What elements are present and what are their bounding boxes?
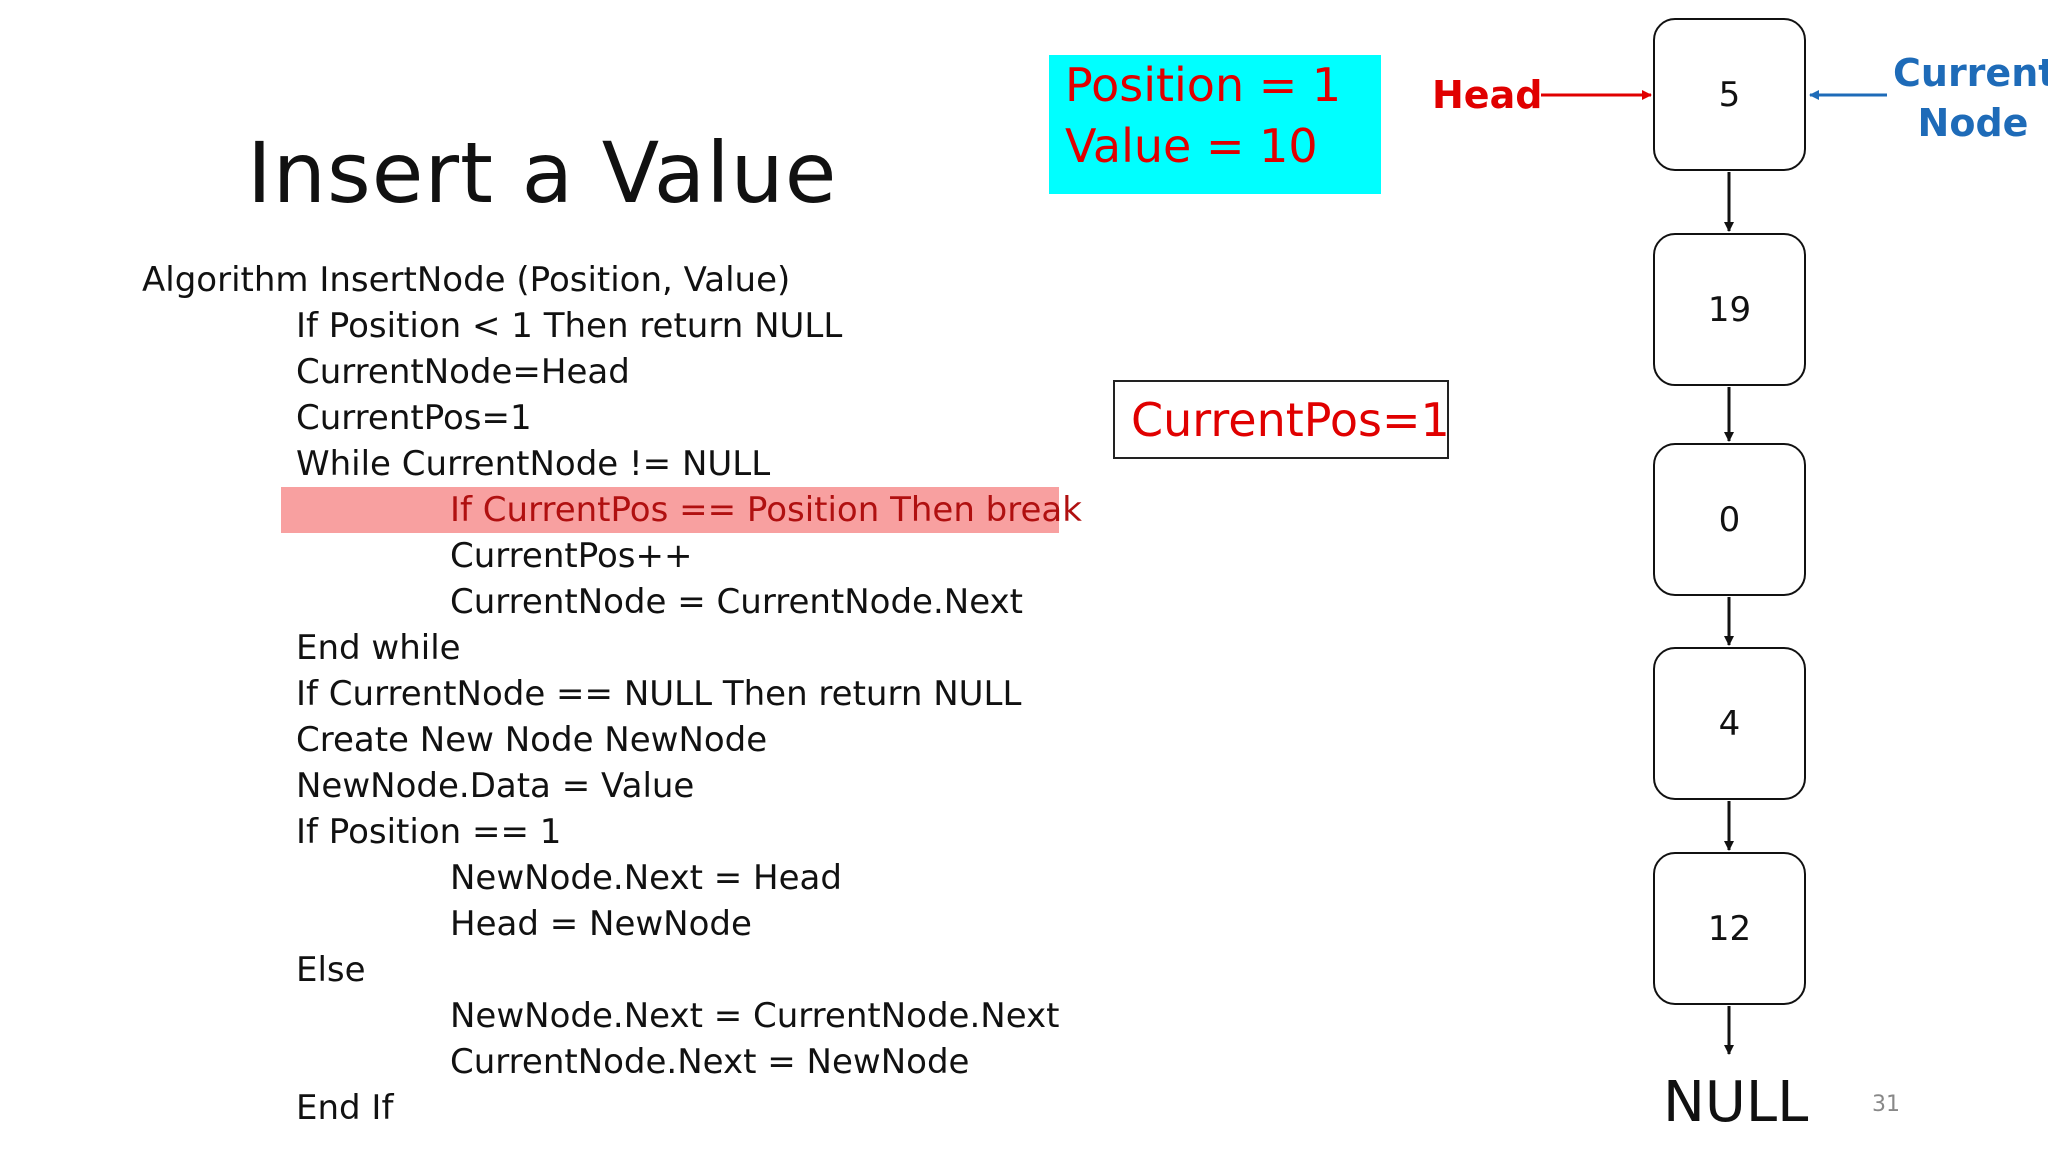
list-node: 12 — [1653, 852, 1806, 1005]
current-pos-box: CurrentPos=1 — [1113, 380, 1450, 459]
code-line: NewNode.Next = Head — [450, 858, 842, 898]
current-label-line1: Current — [1893, 51, 2048, 95]
parameters-box: Position = 1 Value = 10 — [1049, 55, 1381, 194]
code-line-highlighted: If CurrentPos == Position Then break — [450, 490, 1082, 530]
code-line: If CurrentNode == NULL Then return NULL — [296, 674, 1022, 714]
slide-number: 31 — [1872, 1092, 1900, 1117]
list-node: 19 — [1653, 233, 1806, 386]
null-terminator: NULL — [1663, 1070, 1809, 1135]
code-line: CurrentNode=Head — [296, 352, 630, 392]
current-node-pointer-label: Current Node — [1893, 48, 2048, 148]
position-param: Position = 1 — [1065, 58, 1342, 112]
code-line: End If — [296, 1088, 394, 1128]
current-label-line2: Node — [1917, 101, 2029, 145]
code-line: While CurrentNode != NULL — [296, 444, 771, 484]
code-line: If Position < 1 Then return NULL — [296, 306, 843, 346]
code-line: Head = NewNode — [450, 904, 752, 944]
code-line: CurrentPos++ — [450, 536, 693, 576]
code-line: Create New Node NewNode — [296, 720, 768, 760]
code-line: NewNode.Next = CurrentNode.Next — [450, 996, 1060, 1036]
code-line: CurrentPos=1 — [296, 398, 532, 438]
current-line-highlight — [281, 487, 1059, 533]
code-line: CurrentNode = CurrentNode.Next — [450, 582, 1023, 622]
algorithm-header: Algorithm InsertNode (Position, Value) — [142, 260, 791, 300]
head-pointer-label: Head — [1432, 73, 1543, 117]
code-line: Else — [296, 950, 366, 990]
list-node: 0 — [1653, 443, 1806, 596]
code-line: End while — [296, 628, 461, 668]
value-param: Value = 10 — [1065, 119, 1318, 173]
code-line: CurrentNode.Next = NewNode — [450, 1042, 970, 1082]
list-node: 5 — [1653, 18, 1806, 171]
code-line: If Position == 1 — [296, 812, 562, 852]
code-line: NewNode.Data = Value — [296, 766, 695, 806]
list-node: 4 — [1653, 647, 1806, 800]
slide-title: Insert a Value — [247, 124, 838, 222]
